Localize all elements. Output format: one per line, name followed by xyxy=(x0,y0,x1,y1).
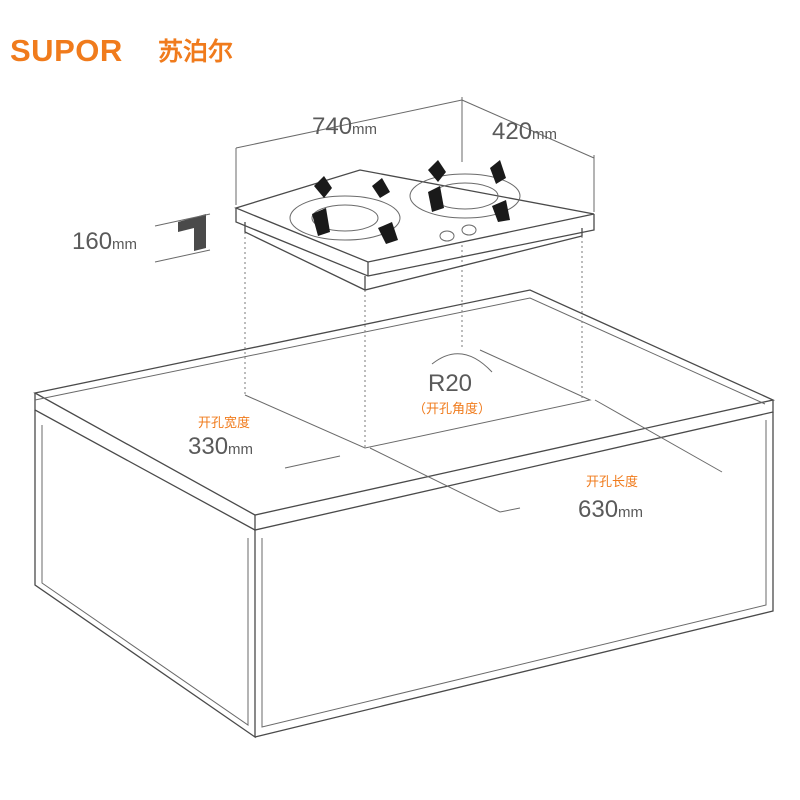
cabinet xyxy=(33,289,776,739)
dimension-cut-width: 开孔宽度 330mm xyxy=(188,415,341,469)
corner-radius-value: R20 xyxy=(428,370,472,397)
dimension-length: 740mm xyxy=(235,97,463,205)
gas-hob xyxy=(234,160,595,291)
dimension-cut-length: 开孔长度 630mm xyxy=(369,399,723,523)
height-value: 160mm xyxy=(72,228,137,255)
projection-lines xyxy=(244,232,583,448)
depth-value: 420mm xyxy=(492,118,557,145)
corner-radius-label: （开孔角度） xyxy=(413,401,491,417)
logo-text-en: SUPOR xyxy=(10,33,123,68)
brand-logo: SUPOR 苏泊尔 xyxy=(10,33,233,68)
length-value: 740mm xyxy=(312,113,377,140)
cut-length-label: 开孔长度 xyxy=(586,474,638,490)
corner-radius-arc xyxy=(431,353,493,373)
cut-width-value: 330mm xyxy=(188,433,253,460)
logo-text-cn: 苏泊尔 xyxy=(158,37,233,66)
dimension-depth: 420mm xyxy=(461,99,595,212)
cut-width-label: 开孔宽度 xyxy=(198,415,250,431)
dimension-height: 160mm xyxy=(72,213,211,263)
cut-length-value: 630mm xyxy=(578,496,643,523)
